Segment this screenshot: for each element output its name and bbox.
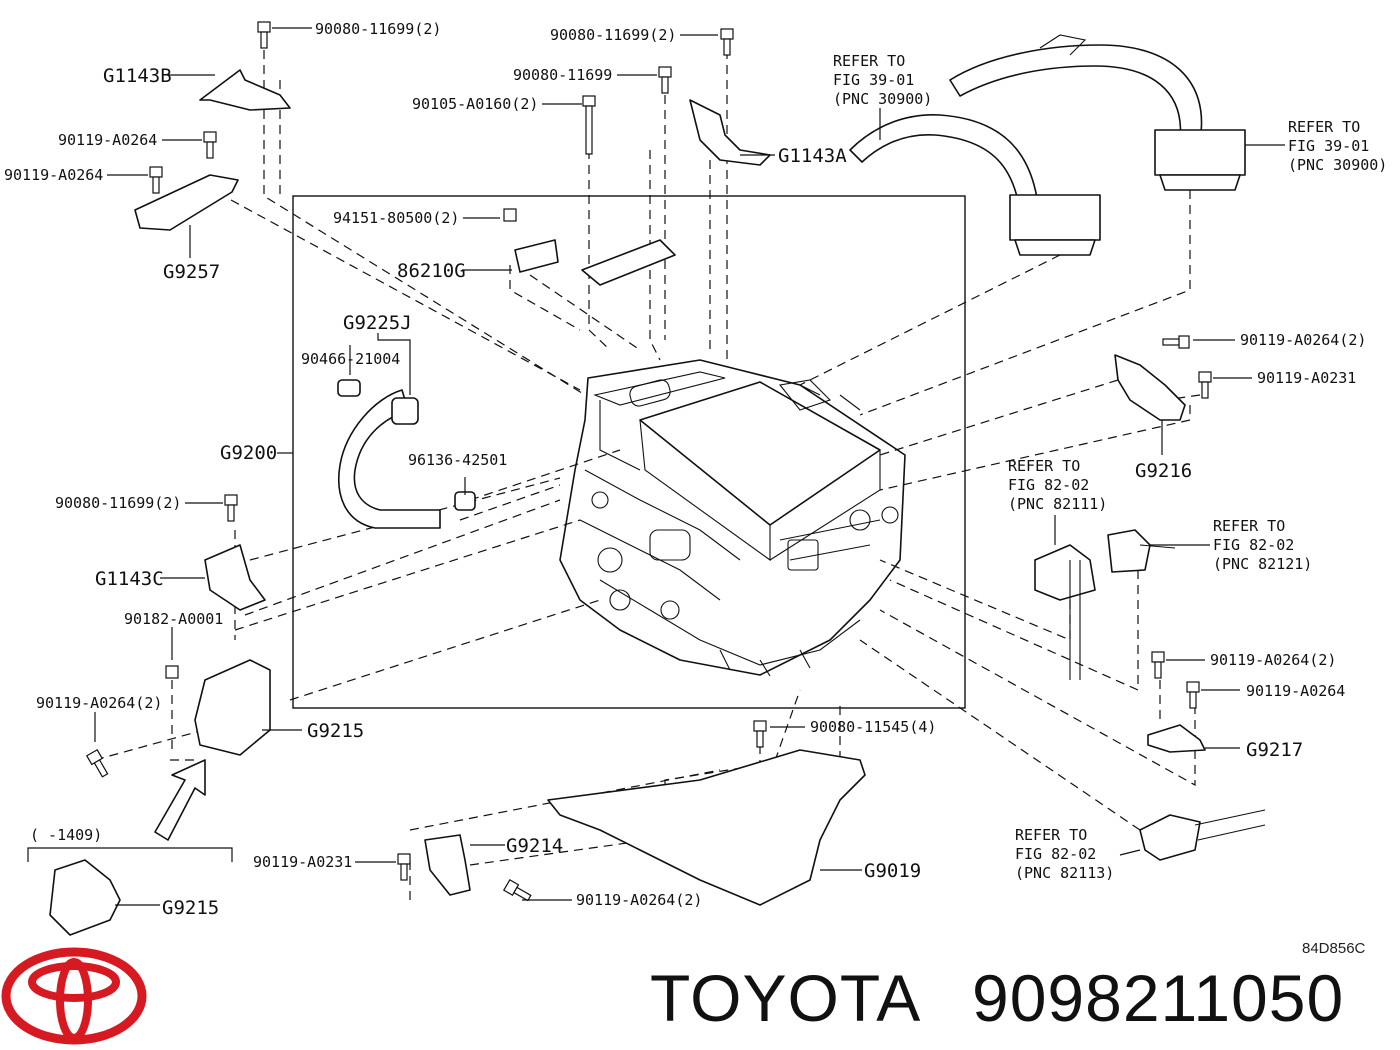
label-g9216: G9216 — [1135, 460, 1192, 482]
label-90119-a0264-2-bottom: 90119-A0264(2) — [576, 891, 702, 909]
date-range-bracket — [27, 847, 233, 862]
ref-line-3: (PNC 30900) — [833, 90, 932, 108]
ref-line-3: (PNC 82121) — [1213, 555, 1312, 573]
label-90466-21004: 90466-21004 — [301, 350, 400, 368]
ref-line-2: FIG 82-02 — [1008, 476, 1089, 494]
ref-callout-30900-a: REFER TO FIG 39-01 (PNC 30900) — [833, 52, 932, 108]
label-90080-11699-2-mid: 90080-11699(2) — [550, 26, 676, 44]
ref-line-3: (PNC 82113) — [1015, 864, 1114, 882]
ref-callout-82121: REFER TO FIG 82-02 (PNC 82121) — [1213, 517, 1312, 573]
bracket-g9215-old-drawing — [49, 859, 121, 936]
label-90080-11699-2-top: 90080-11699(2) — [315, 20, 441, 38]
ref-line-2: FIG 39-01 — [1288, 137, 1369, 155]
ref-line-2: FIG 82-02 — [1213, 536, 1294, 554]
ref-line-3: (PNC 30900) — [1288, 156, 1387, 174]
label-90119-a0264-2-lowright: 90119-A0264(2) — [1210, 651, 1336, 669]
ref-line-1: REFER TO — [1213, 517, 1285, 535]
label-g9217: G9217 — [1246, 739, 1303, 761]
bracket-g9257-drawing — [134, 174, 239, 231]
connector-82121-drawing — [1107, 529, 1151, 573]
label-90119-a0264-2-right: 90119-A0264(2) — [1240, 331, 1366, 349]
hose-clamp-drawing — [391, 397, 419, 425]
bolts — [85, 21, 1212, 902]
cable-82111-drawing — [1069, 560, 1081, 680]
toyota-logo-icon — [1, 947, 147, 1045]
ref-line-2: FIG 39-01 — [833, 71, 914, 89]
ref-callout-82111: REFER TO FIG 82-02 (PNC 82111) — [1008, 457, 1107, 513]
bracket-top-center-drawing — [581, 239, 676, 286]
label-86210g: 86210G — [397, 260, 466, 282]
part-number: 9098211050 — [972, 961, 1344, 1035]
view-direction-arrow — [154, 759, 206, 841]
bracket-g1143c-drawing — [204, 544, 266, 611]
label-90182-a0001: 90182-A0001 — [124, 610, 223, 628]
bracket-g9217-drawing — [1147, 724, 1206, 753]
ref-line-3: (PNC 82111) — [1008, 495, 1107, 513]
connector-82111-drawing — [1034, 544, 1096, 601]
ref-line-2: FIG 82-02 — [1015, 845, 1096, 863]
water-hose-drawing — [338, 389, 441, 529]
label-g9214: G9214 — [506, 835, 563, 857]
label-g9225j: G9225J — [343, 312, 412, 334]
cover-g9019-drawing — [547, 749, 866, 906]
label-g9215-main: G9215 — [307, 720, 364, 742]
label-90119-a0264-a: 90119-A0264 — [58, 131, 157, 149]
date-note: ( -1409) — [30, 826, 102, 844]
cable-82121-drawing — [1139, 544, 1176, 549]
connector-82113-drawing — [1139, 814, 1201, 861]
bracket-g9215-drawing — [194, 659, 271, 756]
label-90080-11545-4: 90080-11545(4) — [810, 718, 936, 736]
label-96136-42501: 96136-42501 — [408, 451, 507, 469]
part-86210g-drawing — [514, 239, 559, 273]
diagram-code: 84D856C — [1302, 940, 1366, 957]
ref-callout-30900-b: REFER TO FIG 39-01 (PNC 30900) — [1288, 118, 1387, 174]
label-90105-a0160-2: 90105-A0160(2) — [412, 95, 538, 113]
brand-name: TOYOTA — [650, 961, 921, 1035]
inverter-assembly-drawing — [559, 359, 906, 677]
label-90119-a0231-bottom: 90119-A0231 — [253, 853, 352, 871]
label-g9200: G9200 — [220, 442, 277, 464]
bracket-g9216-drawing — [1114, 354, 1186, 421]
bracket-g1143b-drawing — [199, 69, 291, 111]
label-g1143a: G1143A — [778, 145, 847, 167]
label-90119-a0264-2-left: 90119-A0264(2) — [36, 694, 162, 712]
ref-line-1: REFER TO — [833, 52, 905, 70]
label-90119-a0264-lowright: 90119-A0264 — [1246, 682, 1345, 700]
ref-line-1: REFER TO — [1288, 118, 1360, 136]
label-90119-a0231-right: 90119-A0231 — [1257, 369, 1356, 387]
label-g1143c: G1143C — [95, 568, 164, 590]
label-94151-80500-2: 94151-80500(2) — [333, 209, 459, 227]
ref-callout-82113: REFER TO FIG 82-02 (PNC 82113) — [1015, 826, 1114, 882]
leader-lines — [94, 27, 1285, 906]
label-90080-11699: 90080-11699 — [513, 66, 612, 84]
hv-cables — [849, 34, 1246, 256]
ref-line-1: REFER TO — [1015, 826, 1087, 844]
ref-line-1: REFER TO — [1008, 457, 1080, 475]
hose-fitting-drawing — [337, 379, 361, 397]
label-90119-a0264-b: 90119-A0264 — [4, 166, 103, 184]
label-g9257: G9257 — [163, 261, 220, 283]
label-g9215-old: G9215 — [162, 897, 219, 919]
cable-82113-drawing — [1194, 809, 1266, 841]
label-g1143b: G1143B — [103, 65, 172, 87]
inverter-group-frame — [292, 195, 966, 709]
label-g9019: G9019 — [864, 860, 921, 882]
bracket-g9214-drawing — [424, 834, 471, 896]
label-90080-11699-2-left: 90080-11699(2) — [55, 494, 181, 512]
